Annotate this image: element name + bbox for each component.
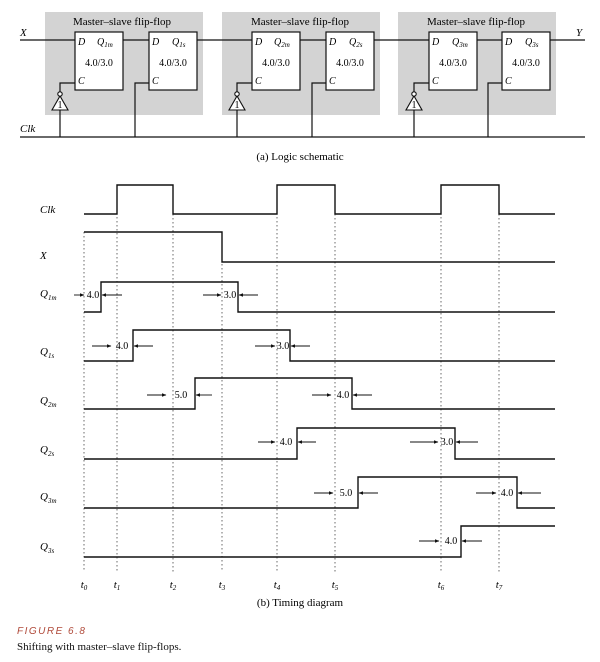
pin-q: Q2m: [274, 37, 290, 49]
time-label-t3: t3: [219, 579, 226, 592]
logic-schematic: Master–slave flip-flop Master–slave flip…: [19, 12, 585, 163]
pin-q: Q3m: [452, 37, 468, 49]
wire-clk-m1: [59, 82, 75, 92]
signal-label-q1m: Q1m: [40, 288, 57, 302]
waveform-q1s: [84, 329, 555, 362]
output-label: Y: [576, 27, 584, 39]
ff-slave-2: [325, 31, 375, 91]
inverter-3: [405, 94, 423, 111]
pin-c: C: [329, 76, 336, 87]
delay-label-q1s-fall: 3.0: [277, 341, 290, 352]
wire-clk-m2: [236, 82, 252, 92]
ff-delay: 4.0/3.0: [336, 58, 364, 69]
pin-d: D: [504, 37, 513, 48]
delay-label-q2s-rise: 4.0: [280, 437, 293, 448]
delay-label-q3m-fall: 4.0: [501, 488, 514, 499]
delay-label-q1m-rise: 4.0: [87, 290, 100, 301]
figure-caption: Shifting with master–slave flip-flops.: [17, 641, 182, 653]
pin-q: Q3s: [525, 37, 539, 49]
time-label-t4: t4: [274, 579, 281, 592]
timing-caption: (b) Timing diagram: [257, 597, 344, 609]
signal-label-q1s: Q1s: [40, 346, 54, 360]
ff-delay: 4.0/3.0: [85, 58, 113, 69]
time-label-t2: t2: [170, 579, 177, 592]
inverter-delay: 1: [58, 100, 63, 111]
signal-label-clk: Clk: [40, 204, 56, 216]
wire-clk-m3: [413, 82, 429, 92]
ff-master-1: [74, 31, 124, 91]
pin-d: D: [151, 37, 160, 48]
time-label-t1: t1: [114, 579, 121, 592]
ms-block-label-1: Master–slave flip-flop: [73, 16, 172, 28]
ff-slave-3: [501, 31, 551, 91]
ff-master-2: [251, 31, 301, 91]
delay-label-q1s-rise: 4.0: [116, 341, 129, 352]
waveform-x: [84, 231, 555, 263]
inverter-bubble-3: [411, 91, 417, 97]
pin-d: D: [328, 37, 337, 48]
time-label-t6: t6: [438, 579, 445, 592]
waveform-q2m: [84, 377, 555, 410]
pin-c: C: [432, 76, 439, 87]
ff-delay: 4.0/3.0: [159, 58, 187, 69]
waveform-q2s: [84, 427, 555, 460]
inverter-bubble-1: [57, 91, 63, 97]
waveform-q3m: [84, 476, 555, 509]
time-label-t0: t0: [81, 579, 88, 592]
inverter-delay: 1: [235, 100, 240, 111]
inverter-bubble-2: [234, 91, 240, 97]
waveform-q3s: [84, 525, 555, 558]
inverter-2: [228, 94, 246, 111]
ff-delay: 4.0/3.0: [439, 58, 467, 69]
delay-label-q1m-fall: 3.0: [224, 290, 237, 301]
wire-clk-s1: [134, 82, 149, 137]
signal-label-q2s: Q2s: [40, 444, 54, 458]
inverter-1: [51, 94, 69, 111]
pin-q: Q1s: [172, 37, 186, 49]
pin-q: Q2s: [349, 37, 363, 49]
signal-label-q3m: Q3m: [40, 491, 57, 505]
schematic-caption: (a) Logic schematic: [256, 151, 343, 163]
pin-d: D: [254, 37, 263, 48]
timing-diagram: Clk X Q1m Q1s Q2m Q2s Q3m Q3s: [39, 184, 555, 609]
pin-q: Q1m: [97, 37, 113, 49]
pin-d: D: [77, 37, 86, 48]
signal-label-x: X: [39, 250, 48, 262]
delay-label-q3s-rise: 4.0: [445, 536, 458, 547]
time-label-t5: t5: [332, 579, 339, 592]
waveform-clk: [84, 184, 555, 215]
ff-master-3: [428, 31, 478, 91]
delay-label-q2s-fall: 3.0: [441, 437, 454, 448]
signal-label-q2m: Q2m: [40, 395, 57, 409]
time-label-t7: t7: [496, 579, 503, 592]
ff-slave-1: [148, 31, 198, 91]
delay-label-q2m-rise: 5.0: [175, 390, 188, 401]
waveform-q1m: [84, 281, 555, 313]
pin-c: C: [78, 76, 85, 87]
ms-block-label-3: Master–slave flip-flop: [427, 16, 526, 28]
pin-c: C: [505, 76, 512, 87]
inverter-delay: 1: [412, 100, 417, 111]
pin-d: D: [431, 37, 440, 48]
ff-delay: 4.0/3.0: [512, 58, 540, 69]
signal-label-q3s: Q3s: [40, 541, 54, 555]
delay-label-q3m-rise: 5.0: [340, 488, 353, 499]
wire-clk-s3: [487, 82, 502, 137]
input-label: X: [19, 27, 28, 39]
clock-label: Clk: [20, 123, 36, 135]
ff-delay: 4.0/3.0: [262, 58, 290, 69]
pin-c: C: [152, 76, 159, 87]
delay-label-q2m-fall: 4.0: [337, 390, 350, 401]
pin-c: C: [255, 76, 262, 87]
figure-label: FIGURE 6.8: [17, 626, 87, 637]
wire-clk-s2: [311, 82, 326, 137]
ms-block-label-2: Master–slave flip-flop: [251, 16, 350, 28]
